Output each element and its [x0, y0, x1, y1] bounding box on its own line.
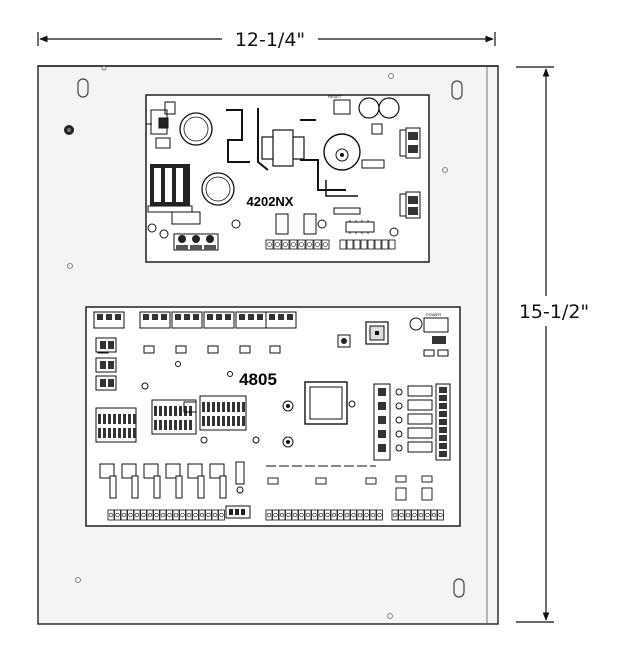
width-label: 12-1/4" [235, 29, 305, 51]
mounting-holes [67, 65, 448, 619]
controller-board: POWER 4805 [85, 306, 461, 527]
terminal [179, 509, 186, 521]
terminal [278, 509, 286, 521]
terminal [140, 509, 147, 521]
terminal [305, 239, 314, 250]
terminal [218, 509, 225, 521]
terminal [272, 509, 279, 521]
terminal [192, 509, 199, 521]
power-supply-board: RESET 4202NX [145, 94, 430, 263]
keyhole-mount-icon [451, 80, 463, 100]
terminal-block-icon [435, 383, 451, 461]
terminal [337, 509, 344, 521]
terminal [374, 239, 382, 250]
terminal [411, 509, 418, 521]
fuse-icon [143, 463, 159, 479]
terminal [321, 239, 330, 250]
terminal [185, 509, 193, 521]
terminal [265, 509, 273, 521]
terminal [107, 509, 115, 521]
terminal [205, 509, 212, 521]
terminal [343, 509, 351, 521]
terminal [360, 239, 368, 250]
terminal [356, 509, 364, 521]
terminal [417, 509, 425, 521]
terminal [297, 239, 306, 250]
keyhole-mount-icon [77, 78, 89, 98]
terminal [381, 239, 389, 250]
ground-stud-icon [64, 125, 74, 135]
fuse-icon [121, 463, 137, 479]
terminal [353, 239, 361, 250]
terminal [120, 509, 128, 521]
terminal [424, 509, 431, 521]
svg-text:RESET: RESET [328, 94, 342, 99]
terminal [363, 509, 370, 521]
terminal [317, 509, 325, 521]
terminal [391, 509, 399, 521]
controller-label: 4805 [239, 370, 277, 389]
fuse-icon [99, 463, 115, 479]
terminal [388, 239, 396, 250]
terminal [346, 239, 354, 250]
keyhole-mount-icon [453, 578, 465, 598]
fuse-icon [235, 461, 245, 485]
terminal-block-icon [265, 239, 396, 250]
terminal [153, 509, 160, 521]
terminal-block-icon [399, 191, 421, 219]
terminal [291, 509, 299, 521]
terminal [367, 239, 375, 250]
relay-bank [373, 383, 433, 461]
terminal [146, 509, 154, 521]
terminal [404, 509, 412, 521]
relay-bank [93, 311, 297, 354]
terminal [398, 509, 405, 521]
terminal [127, 509, 134, 521]
terminal-block-icon [107, 509, 444, 521]
terminal [159, 509, 167, 521]
fuse-icon [209, 463, 225, 479]
terminal [437, 509, 444, 521]
dip-switch-icon [95, 395, 247, 443]
terminal [211, 509, 219, 521]
fuse-icon [187, 463, 203, 479]
terminal [166, 509, 173, 521]
terminal-block-icon [399, 127, 421, 159]
terminal [172, 509, 180, 521]
terminal [298, 509, 305, 521]
terminal [198, 509, 206, 521]
fuse-icon [165, 463, 181, 479]
height-dimension: 15-1/2" [516, 66, 589, 623]
terminal [430, 509, 438, 521]
terminal [339, 239, 347, 250]
terminal [289, 239, 298, 250]
terminal [273, 239, 282, 250]
transformer-icon [147, 164, 193, 213]
terminal [376, 509, 383, 521]
terminal [265, 239, 274, 250]
terminal [281, 239, 290, 250]
terminal [304, 509, 312, 521]
terminal [311, 509, 318, 521]
svg-text:POWER: POWER [426, 312, 441, 317]
width-dimension: 12-1/4" [37, 29, 496, 51]
capacitor-icon [201, 172, 235, 206]
relay-icon [146, 101, 176, 149]
relay-bank [95, 337, 117, 391]
fuse-icon [99, 461, 245, 499]
power-supply-label: 4202NX [247, 194, 294, 209]
terminal [114, 509, 121, 521]
terminal [350, 509, 357, 521]
terminal-block-icon [173, 233, 219, 251]
terminal [369, 509, 377, 521]
height-label: 15-1/2" [519, 301, 589, 323]
terminal [133, 509, 141, 521]
terminal [285, 509, 292, 521]
terminal [313, 239, 322, 250]
terminal [324, 509, 331, 521]
capacitor-icon [179, 112, 213, 146]
terminal [330, 509, 338, 521]
